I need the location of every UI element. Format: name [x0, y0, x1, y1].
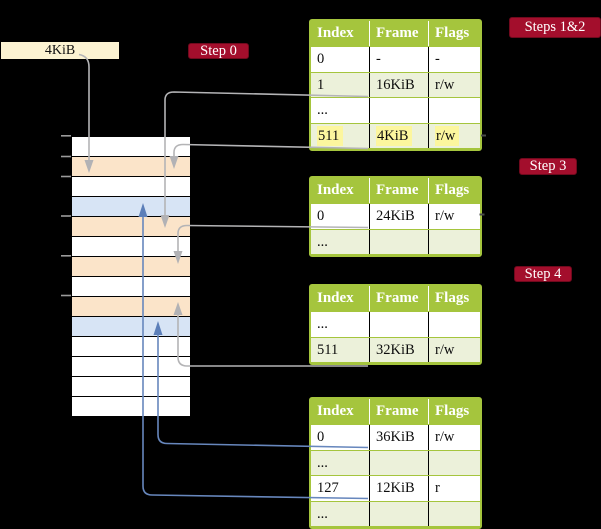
memory-frame-row [72, 277, 190, 297]
steps-1-2-badge: Steps 1&2 [509, 17, 601, 38]
highlighted-cell-value: 4KiB [376, 125, 413, 146]
column-header: Index [311, 21, 370, 46]
step-0-badge: Step 0 [188, 43, 249, 59]
memory-frame-row [72, 297, 190, 317]
table-cell: ... [311, 229, 370, 254]
table-cell: 511 [311, 337, 370, 362]
table-cell: 16KiB [370, 72, 429, 97]
memory-frame-row [72, 197, 190, 217]
column-header: Flags [435, 25, 470, 41]
table-cell [429, 502, 480, 527]
table-cell: 127 [311, 476, 370, 501]
table-cell: 24KiB [370, 204, 429, 229]
table-cell [370, 501, 429, 526]
memory-address-ticks [61, 135, 71, 297]
column-header: Index [311, 399, 370, 424]
column-header: Flags [435, 290, 470, 306]
memory-frame-row [72, 317, 190, 337]
memory-frame-row [72, 337, 190, 357]
table-cell: ... [311, 98, 370, 123]
frame-size-label: 4KiB [44, 43, 76, 58]
table-row: ... [311, 97, 480, 123]
table-cell: ... [311, 501, 370, 526]
highlighted-cell-value: r/w [435, 125, 460, 146]
memory-frame-row [72, 397, 190, 416]
table-cell [429, 98, 480, 123]
table-row: ... [311, 500, 480, 527]
table-cell: r/w [435, 341, 455, 358]
column-header: Flags [435, 182, 470, 198]
table-cell: r/w [435, 208, 455, 224]
table-row: ... [311, 311, 480, 337]
table-cell: ... [311, 312, 370, 337]
table-cell: r/w [429, 124, 480, 149]
table-row: 0-- [311, 46, 480, 72]
column-header: Frame [370, 286, 429, 311]
table-cell: 4KiB [370, 123, 429, 148]
step-4-badge: Step 4 [514, 266, 572, 282]
table-cell: r/w [435, 76, 455, 93]
memory-frame-row [72, 237, 190, 257]
table-cell [429, 451, 480, 476]
table-row: 511 4KiB r/w [311, 122, 480, 149]
physical-memory-column [71, 136, 191, 417]
table-cell: r/w [435, 429, 455, 445]
table-cell: 0 [311, 47, 370, 72]
memory-frame-row [72, 257, 190, 277]
table-cell: ... [311, 450, 370, 475]
table-cell: 32KiB [370, 337, 429, 362]
table-row: ... [311, 449, 480, 476]
table-cell [370, 312, 429, 337]
column-header: Frame [370, 21, 429, 46]
memory-frame-row [72, 377, 190, 397]
table-cell [429, 230, 480, 255]
table-cell [370, 229, 429, 254]
column-header: Frame [370, 178, 429, 203]
table-cell: 36KiB [370, 425, 429, 450]
table-cell: 0 [311, 204, 370, 229]
column-header: Index [311, 286, 370, 311]
memory-frame-row [72, 137, 190, 157]
memory-frame-row [72, 157, 190, 177]
table-cell: 0 [311, 425, 370, 450]
table-cell: 511 [311, 123, 370, 148]
column-header: Flags [435, 403, 470, 419]
table-cell: r [435, 480, 440, 496]
table-cell: 1 [311, 72, 370, 97]
table-cell [370, 450, 429, 475]
column-header: Frame [370, 399, 429, 424]
memory-frame-row [72, 217, 190, 237]
table-cell: 12KiB [370, 476, 429, 501]
step-3-badge: Step 3 [519, 158, 577, 175]
highlighted-cell-value: 511 [317, 125, 344, 146]
frame-size-box: 4KiB [1, 42, 119, 59]
table-row: ... [311, 228, 480, 255]
memory-frame-row [72, 357, 190, 377]
table-cell: - [435, 51, 440, 67]
table-cell: - [370, 47, 429, 72]
table-cell [429, 312, 480, 337]
memory-frame-row [72, 177, 190, 197]
column-header: Index [311, 178, 370, 203]
table-cell [370, 98, 429, 123]
